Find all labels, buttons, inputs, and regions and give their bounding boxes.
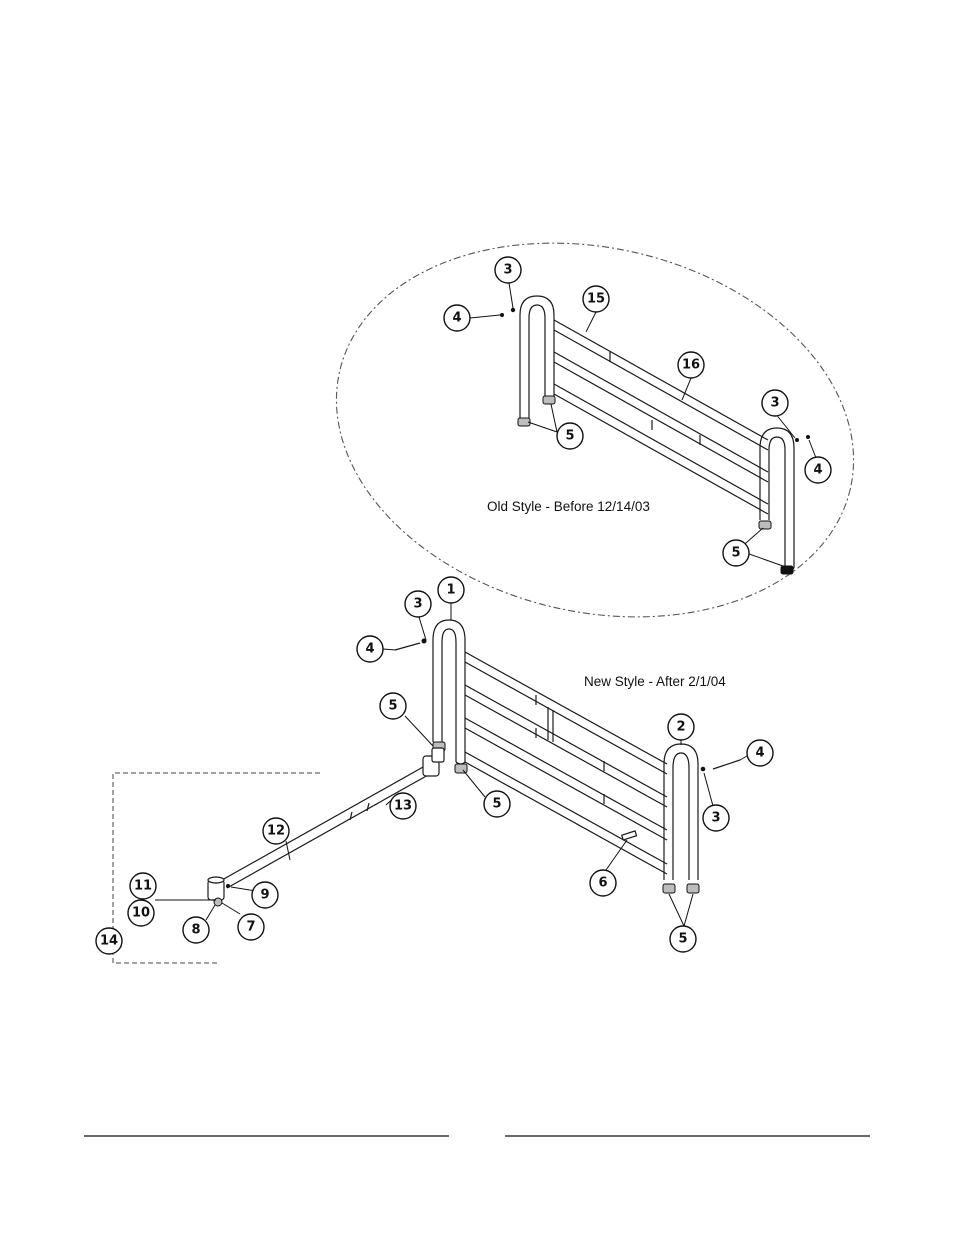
svg-text:5: 5 bbox=[388, 699, 397, 714]
svg-text:7: 7 bbox=[246, 920, 255, 935]
svg-text:3: 3 bbox=[770, 396, 779, 411]
base-fitting bbox=[207, 876, 230, 907]
new-callout-13: 13 bbox=[389, 792, 417, 820]
new-pin-left bbox=[421, 638, 427, 644]
old-screw-right bbox=[806, 435, 810, 439]
svg-text:12: 12 bbox=[267, 824, 285, 839]
svg-text:2: 2 bbox=[676, 720, 685, 735]
new-callout-11: 11 bbox=[129, 872, 157, 900]
old-style-detail: 3 4 15 16 3 4 5 5 Old Style - Before 12/… bbox=[335, 242, 855, 618]
new-callout-5-left-upper: 5 bbox=[379, 692, 407, 720]
new-callout-1: 1 bbox=[437, 576, 465, 604]
new-callout-3-left: 3 bbox=[404, 590, 432, 618]
new-pin-right bbox=[700, 766, 706, 772]
new-callout-14: 14 bbox=[95, 927, 123, 955]
new-screw-right bbox=[712, 759, 741, 770]
new-callout-3-right: 3 bbox=[702, 804, 730, 832]
old-callout-4-right: 4 bbox=[804, 456, 832, 484]
new-nut-right-2 bbox=[686, 883, 700, 894]
new-screw-left bbox=[394, 642, 421, 651]
new-callout-7: 7 bbox=[237, 913, 265, 941]
svg-text:13: 13 bbox=[394, 799, 412, 814]
svg-text:3: 3 bbox=[413, 597, 422, 612]
old-callout-3-left: 3 bbox=[494, 256, 522, 284]
new-callout-9: 9 bbox=[251, 881, 279, 909]
svg-text:5: 5 bbox=[678, 932, 687, 947]
new-callout-10: 10 bbox=[127, 899, 155, 927]
svg-text:14: 14 bbox=[100, 934, 118, 949]
new-style-caption: New Style - After 2/1/04 bbox=[584, 674, 726, 689]
svg-text:5: 5 bbox=[492, 797, 501, 812]
new-callout-6: 6 bbox=[589, 869, 617, 897]
old-style-boundary bbox=[335, 242, 855, 618]
svg-text:9: 9 bbox=[260, 888, 269, 903]
new-style-assembly: 1 3 4 5 5 2 4 3 6 5 12 13 11 10 9 8 bbox=[95, 576, 774, 964]
old-nut-right-1 bbox=[758, 520, 772, 530]
old-nut-right-2 bbox=[780, 565, 794, 575]
svg-text:11: 11 bbox=[134, 879, 152, 894]
new-callout-4-right: 4 bbox=[746, 739, 774, 767]
old-pin-right bbox=[795, 438, 799, 442]
new-callout-5-left-lower: 5 bbox=[483, 790, 511, 818]
svg-text:1: 1 bbox=[446, 583, 455, 598]
new-callout-4-left: 4 bbox=[356, 635, 384, 663]
old-right-end-post bbox=[759, 427, 795, 571]
svg-text:4: 4 bbox=[813, 463, 822, 478]
svg-text:15: 15 bbox=[587, 292, 605, 307]
svg-text:3: 3 bbox=[503, 263, 512, 278]
new-nut-right-1 bbox=[662, 883, 676, 894]
old-rails bbox=[553, 319, 769, 515]
old-callout-15: 15 bbox=[582, 285, 610, 313]
svg-text:4: 4 bbox=[452, 311, 461, 326]
new-callout-12: 12 bbox=[262, 817, 290, 845]
old-callout-5-right: 5 bbox=[722, 539, 750, 567]
clamp-kit-boundary bbox=[112, 772, 320, 964]
old-callout-4-left: 4 bbox=[443, 304, 471, 332]
new-rails bbox=[464, 651, 668, 875]
svg-text:10: 10 bbox=[132, 906, 150, 921]
old-style-caption: Old Style - Before 12/14/03 bbox=[487, 499, 650, 514]
old-nut-left-1 bbox=[517, 417, 531, 427]
new-callout-8: 8 bbox=[182, 916, 210, 944]
old-callout-5-left: 5 bbox=[556, 422, 584, 450]
old-callout-16: 16 bbox=[677, 351, 705, 379]
old-pin-left bbox=[510, 307, 516, 313]
old-screw-left bbox=[500, 313, 504, 317]
new-nut-left-2 bbox=[454, 763, 468, 774]
svg-text:5: 5 bbox=[565, 429, 574, 444]
new-right-end-post bbox=[663, 743, 699, 880]
svg-text:4: 4 bbox=[365, 642, 374, 657]
svg-text:6: 6 bbox=[598, 876, 607, 891]
new-callout-5-right: 5 bbox=[669, 925, 697, 953]
old-callout-3-right: 3 bbox=[761, 389, 789, 417]
svg-text:8: 8 bbox=[191, 923, 200, 938]
svg-text:5: 5 bbox=[731, 546, 740, 561]
old-nut-left-2 bbox=[542, 395, 556, 405]
svg-text:16: 16 bbox=[682, 358, 700, 373]
svg-text:3: 3 bbox=[711, 811, 720, 826]
svg-text:4: 4 bbox=[755, 746, 764, 761]
new-callout-2: 2 bbox=[667, 713, 695, 741]
brace-arm bbox=[221, 747, 445, 889]
